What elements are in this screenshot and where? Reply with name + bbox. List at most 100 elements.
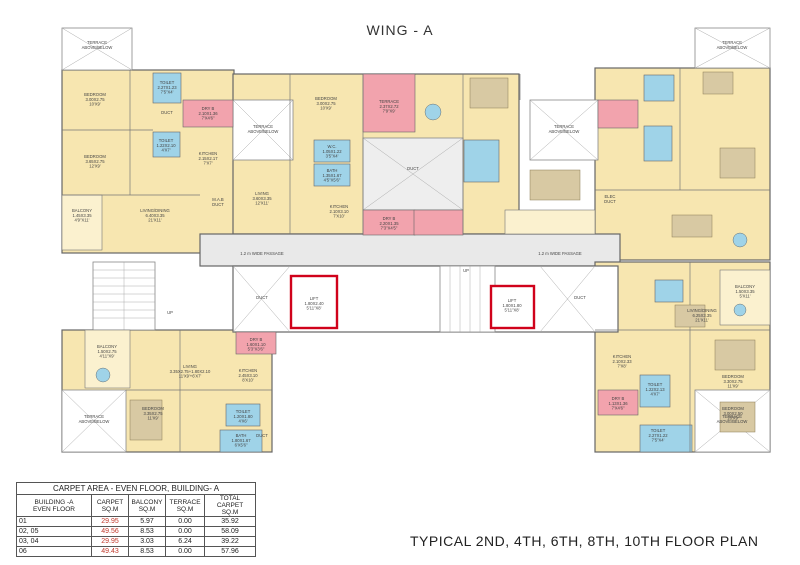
dry-1 xyxy=(182,99,234,128)
balcony-table-r2 xyxy=(732,232,748,248)
bath xyxy=(313,163,351,187)
room-label-duct-1: DUCT xyxy=(161,110,173,115)
bed-4 xyxy=(129,399,163,441)
toilet-3 xyxy=(225,403,261,427)
table-cell: 39.22 xyxy=(204,536,256,547)
toilet-5 xyxy=(639,424,693,453)
table-cell: 06 xyxy=(16,546,92,557)
bed-5 xyxy=(714,339,756,371)
table-cell: 0.00 xyxy=(165,526,205,537)
table-cell: 29.95 xyxy=(91,516,129,527)
balcony-table xyxy=(95,367,111,383)
toilet-2 xyxy=(152,131,181,158)
table-title: CARPET AREA - EVEN FLOOR, BUILDING- A xyxy=(16,482,256,495)
wc xyxy=(313,139,351,163)
sofa-r xyxy=(674,304,706,328)
room-label-up-1: UP xyxy=(167,310,173,315)
sofa-c xyxy=(529,169,581,201)
toilet-1 xyxy=(152,72,182,104)
table-cell: 03, 04 xyxy=(16,536,92,547)
table-cell: 3.03 xyxy=(128,536,166,547)
balcony-table-r xyxy=(733,303,747,317)
room-label-passage-l: 1.2 m WIDE PASSAGE xyxy=(240,251,284,256)
dry-3 xyxy=(235,331,277,355)
terrace-table xyxy=(424,103,442,121)
room-label-duct-l: DUCT xyxy=(256,295,268,300)
dry-r xyxy=(597,99,639,129)
toilet-r2 xyxy=(643,74,675,102)
carpet-area-table: CARPET AREA - EVEN FLOOR, BUILDING- A BU… xyxy=(16,482,256,557)
table-cell: 5.97 xyxy=(128,516,166,527)
room-label-duct-r: DUCT xyxy=(574,295,586,300)
dry-4 xyxy=(597,389,639,416)
table-cell: 57.96 xyxy=(204,546,256,557)
toilet-6 xyxy=(654,279,684,303)
bed-3 xyxy=(719,147,756,179)
bed-2 xyxy=(469,77,509,109)
toilet-r xyxy=(643,125,673,162)
lift-2 xyxy=(489,284,536,330)
wing-title: WING - A xyxy=(366,22,434,38)
balcony-1 xyxy=(61,194,103,251)
table-cell: 8.53 xyxy=(128,526,166,537)
table-cell: 58.09 xyxy=(204,526,256,537)
bath-2 xyxy=(219,429,263,453)
room-label-duct-c: DUCT xyxy=(407,166,419,171)
table-cell: 0.00 xyxy=(165,516,205,527)
bed-1 xyxy=(702,71,734,95)
table-cell: 0.00 xyxy=(165,546,205,557)
table-cell: 8.53 xyxy=(128,546,166,557)
room-label-up-2: UP xyxy=(463,268,469,273)
table-cell: 49.56 xyxy=(91,526,129,537)
table-cell: 49.43 xyxy=(91,546,129,557)
dry-2b xyxy=(413,209,464,236)
table-cell: 35.92 xyxy=(204,516,256,527)
bed-6 xyxy=(719,401,756,433)
room-label-duct-b: DUCT xyxy=(256,433,268,438)
table-cell: 6.24 xyxy=(165,536,205,547)
toilet-4 xyxy=(639,374,671,408)
